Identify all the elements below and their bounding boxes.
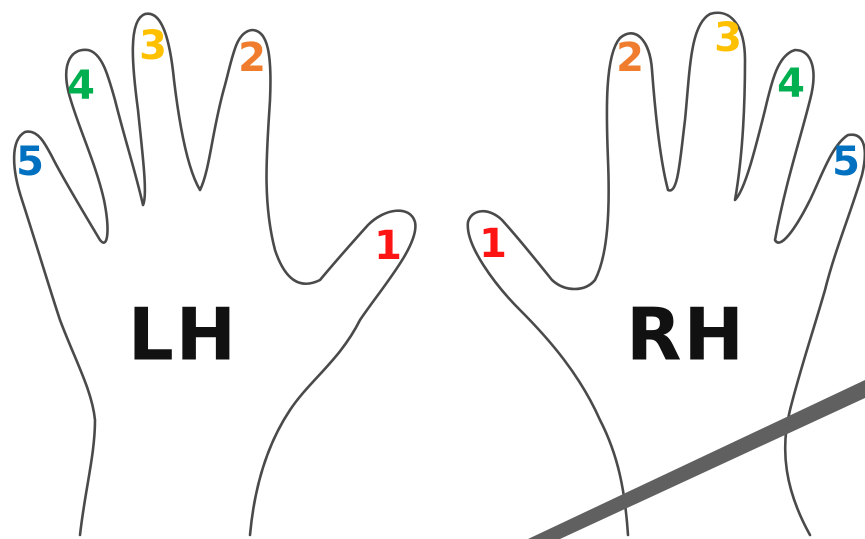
right-finger-number-3: 3 (714, 15, 742, 61)
left-finger-number-1: 1 (374, 223, 402, 269)
diagonal-bar (528, 380, 865, 539)
left-hand-label: LH (128, 293, 238, 377)
left-finger-number-5: 5 (16, 139, 44, 185)
left-finger-number-2: 2 (238, 35, 266, 81)
right-hand-outline (468, 13, 865, 535)
right-finger-number-5: 5 (832, 139, 860, 185)
left-finger-number-4: 4 (67, 63, 95, 109)
right-finger-number-4: 4 (777, 61, 805, 107)
right-finger-number-2: 2 (616, 35, 644, 81)
left-finger-number-3: 3 (139, 23, 167, 69)
right-hand-label: RH (626, 293, 746, 377)
right-finger-number-1: 1 (479, 221, 507, 267)
